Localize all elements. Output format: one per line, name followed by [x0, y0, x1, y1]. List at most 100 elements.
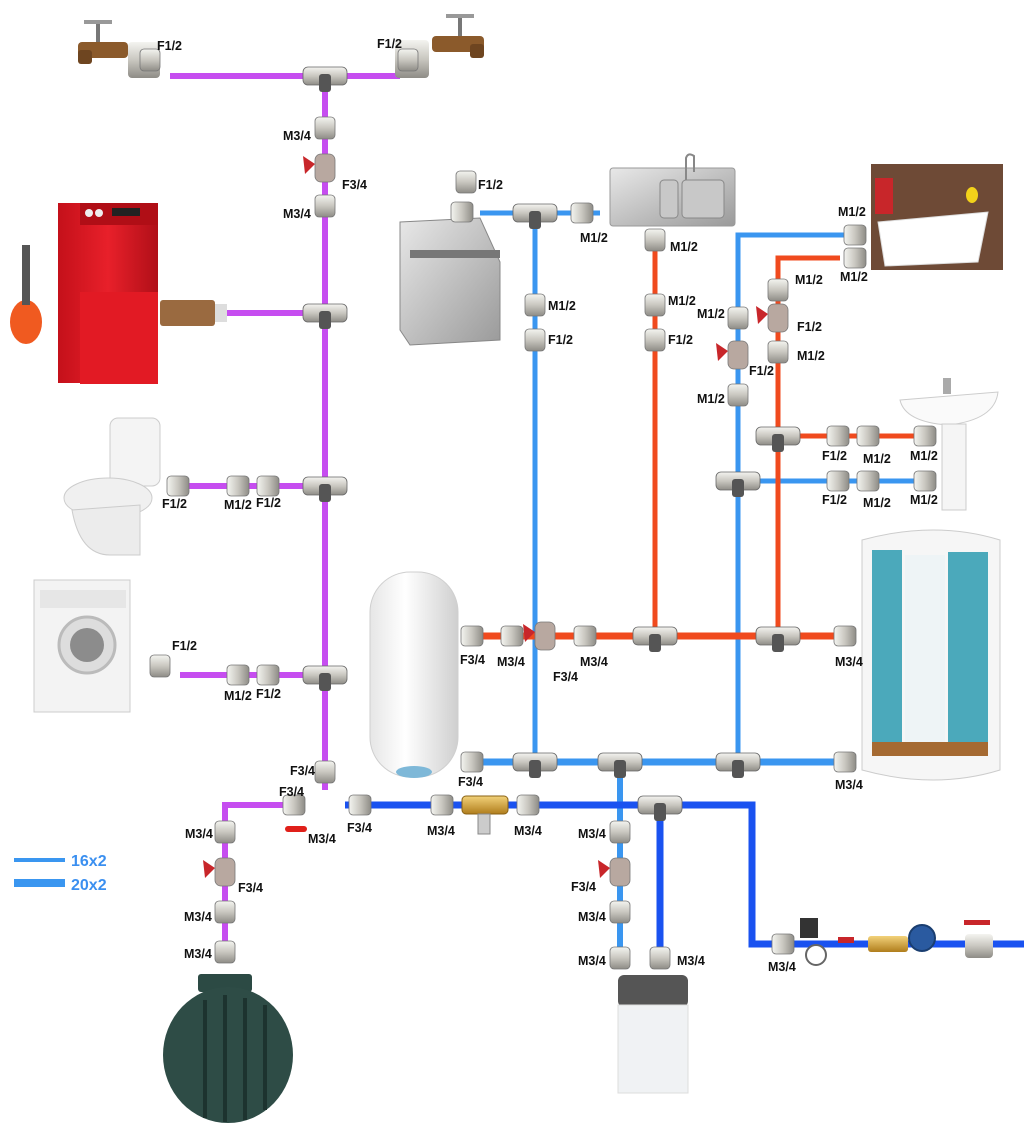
tee-fitting-outlet [319, 484, 331, 502]
storage-tank [163, 974, 293, 1123]
compression-coupling [913, 470, 937, 492]
fitting-label: M1/2 [668, 294, 696, 308]
compression-coupling [649, 946, 671, 970]
compression-coupling [226, 475, 250, 497]
compression-coupling [727, 306, 749, 330]
compression-coupling [214, 820, 236, 844]
washing-machine [33, 579, 131, 713]
water-filter-drain [477, 813, 491, 835]
fitting-label: F3/4 [460, 653, 485, 667]
fitting-label: M1/2 [697, 307, 725, 321]
ball-valve [534, 621, 556, 651]
legend-label-20x2: 20x2 [71, 877, 107, 894]
fitting-label: F1/2 [478, 178, 503, 192]
compression-coupling [256, 664, 280, 686]
fitting-label: M3/4 [677, 954, 705, 968]
compression-coupling [856, 470, 880, 492]
fittings [139, 48, 937, 970]
fitting-label: F1/2 [157, 39, 182, 53]
fitting-label: F3/4 [458, 775, 483, 789]
fitting-label: F1/2 [668, 333, 693, 347]
inlet-assembly [800, 918, 993, 966]
fitting-label: F3/4 [347, 821, 372, 835]
compression-coupling [609, 946, 631, 970]
fitting-label: M1/2 [910, 493, 938, 507]
fitting-label: M1/2 [863, 452, 891, 466]
fitting-label: F3/4 [290, 764, 315, 778]
fitting-label: F1/2 [162, 497, 187, 511]
fitting-label: M1/2 [224, 498, 252, 512]
compression-coupling [843, 247, 867, 269]
boiler [10, 203, 227, 384]
fitting-label: M1/2 [840, 270, 868, 284]
fitting-label: F3/4 [342, 178, 367, 192]
water-filter [461, 795, 509, 815]
fitting-label: M1/2 [838, 205, 866, 219]
compression-coupling [256, 475, 280, 497]
fitting-label: F1/2 [548, 333, 573, 347]
compression-coupling [767, 340, 789, 364]
compression-coupling [455, 170, 477, 194]
compression-coupling [644, 228, 666, 252]
valve-handle [716, 343, 728, 361]
compression-coupling [833, 625, 857, 647]
fitting-label: M3/4 [308, 832, 336, 846]
compression-coupling [524, 328, 546, 352]
water-softener [617, 975, 689, 1094]
tee-fitting-outlet [772, 434, 784, 452]
compression-coupling [516, 794, 540, 816]
valve-handle [303, 156, 315, 174]
ball-valve [314, 153, 336, 183]
compression-coupling [282, 794, 306, 816]
fitting-label: M1/2 [795, 273, 823, 287]
compression-coupling [644, 328, 666, 352]
fitting-label: F1/2 [822, 493, 847, 507]
compression-coupling [644, 293, 666, 317]
compression-coupling [843, 224, 867, 246]
fitting-label: M3/4 [514, 824, 542, 838]
fitting-label: M3/4 [427, 824, 455, 838]
pipe-hot-riser [775, 255, 840, 636]
compression-coupling [856, 425, 880, 447]
fitting-label: F3/4 [238, 881, 263, 895]
tee-fitting-outlet [319, 311, 331, 329]
fitting-label: M3/4 [283, 129, 311, 143]
fitting-label: M1/2 [910, 449, 938, 463]
compression-coupling [524, 293, 546, 317]
fitting-label: F1/2 [797, 320, 822, 334]
fitting-label: M3/4 [578, 827, 606, 841]
pipe-cold-riser-2 [735, 232, 845, 762]
compression-coupling [500, 625, 524, 647]
fitting-label: F1/2 [256, 496, 281, 510]
fitting-label: F3/4 [553, 670, 578, 684]
valve-handle [203, 860, 215, 878]
valve-handle [756, 306, 768, 324]
compression-coupling [573, 625, 597, 647]
compression-coupling [460, 751, 484, 773]
shower-cabin [861, 529, 1001, 781]
compression-coupling [149, 654, 171, 678]
tee-fitting-outlet [319, 74, 331, 92]
fitting-label: F1/2 [256, 687, 281, 701]
fitting-label: M1/2 [580, 231, 608, 245]
compression-coupling [609, 900, 631, 924]
tee-fitting-outlet [732, 479, 744, 497]
toilet [63, 417, 161, 556]
ball-valve [727, 340, 749, 370]
fitting-label: M3/4 [184, 947, 212, 961]
ball-valve [767, 303, 789, 333]
tee-fitting-outlet [319, 673, 331, 691]
legend-label-16x2: 16x2 [71, 853, 107, 870]
drain-valve-handle [285, 826, 307, 832]
compression-coupling [397, 48, 419, 72]
fitting-label: M3/4 [497, 655, 525, 669]
compression-coupling [771, 933, 795, 955]
compression-coupling [166, 475, 190, 497]
kitchen-sink [609, 153, 736, 227]
fitting-label: F3/4 [279, 785, 304, 799]
fitting-label: F3/4 [571, 880, 596, 894]
tee-fitting-outlet [614, 760, 626, 778]
fitting-labels: F1/2 F1/2 M3/4 F3/4 M3/4 F1/2 M1/2 M1/2 … [157, 37, 938, 974]
compression-coupling [826, 470, 850, 492]
compression-coupling [314, 194, 336, 218]
